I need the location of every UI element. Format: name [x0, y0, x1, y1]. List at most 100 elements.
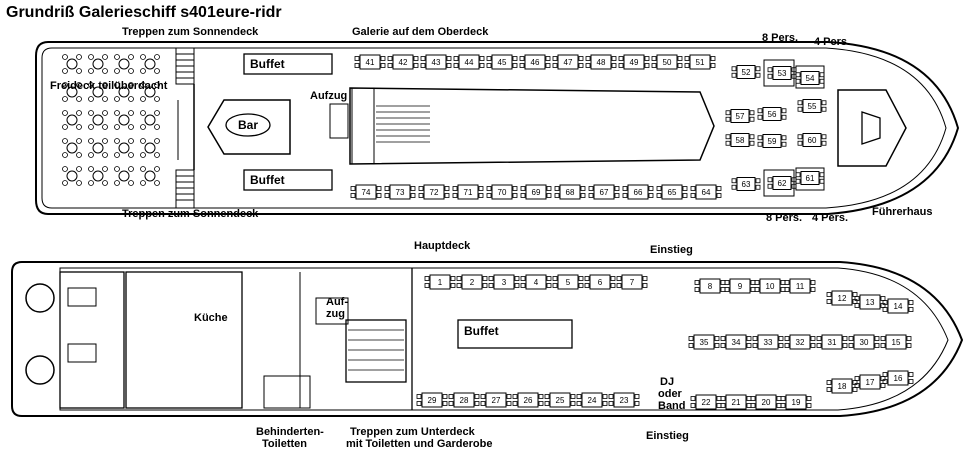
- main-stairs-treads: [348, 329, 404, 371]
- label-elevator-2: zug: [326, 308, 345, 320]
- gallery-stairs: [351, 87, 375, 165]
- label-main-buffet: Buffet: [464, 324, 499, 338]
- main-table-17: 17: [854, 374, 886, 390]
- upper-table-43: 43: [420, 54, 452, 70]
- main-table-2: 2: [456, 274, 488, 290]
- main-table-19: 19: [780, 394, 812, 410]
- main-stairs: [345, 319, 407, 383]
- main-table-13-number: 13: [866, 298, 875, 307]
- main-table-4-number: 4: [534, 278, 539, 287]
- open-deck-table: [114, 166, 134, 186]
- main-table-25-number: 25: [556, 396, 565, 405]
- main-table-31-number: 31: [828, 338, 837, 347]
- upper-table-63: 63: [731, 177, 761, 191]
- upper-table-55: 55: [797, 99, 827, 113]
- label-8pers-bottom: 8 Pers.: [766, 212, 803, 224]
- upper-table-45-number: 45: [498, 58, 507, 67]
- upper-table-67-number: 67: [600, 188, 609, 197]
- main-table-10-number: 10: [766, 282, 775, 291]
- main-table-17-number: 17: [866, 378, 875, 387]
- upper-deck-inner-hull: [41, 47, 947, 209]
- upper-table-62-number: 62: [778, 179, 787, 188]
- upper-table-57-number: 57: [736, 112, 745, 121]
- main-table-26-number: 26: [524, 396, 533, 405]
- upper-table-71-number: 71: [464, 188, 473, 197]
- upper-table-53-number: 53: [778, 69, 787, 78]
- label-boarding-top: Einstieg: [650, 244, 693, 256]
- open-deck-table: [114, 110, 134, 130]
- main-table-3: 3: [488, 274, 520, 290]
- main-table-33: 33: [752, 334, 784, 350]
- upper-table-68: 68: [554, 184, 586, 200]
- elevator-shaft: [329, 103, 349, 139]
- main-table-32-number: 32: [796, 338, 805, 347]
- upper-table-60: 60: [797, 133, 827, 147]
- page-title: Grundriß Galerieschiff s401eure-ridr: [6, 4, 282, 21]
- label-dj-1: DJ: [660, 376, 675, 388]
- room-8pers-top: [763, 59, 795, 87]
- main-table-9-number: 9: [738, 282, 743, 291]
- main-table-7-number: 7: [630, 278, 635, 287]
- main-table-18-number: 18: [838, 382, 847, 391]
- open-deck-table: [140, 110, 160, 130]
- upper-table-56-number: 56: [768, 110, 777, 119]
- main-table-21-number: 21: [732, 398, 741, 407]
- upper-table-54-number: 54: [806, 74, 815, 83]
- upper-table-51: 51: [684, 54, 716, 70]
- open-deck-tables: [62, 54, 160, 186]
- upper-table-54: 54: [795, 71, 825, 85]
- label-dj-2: oder: [658, 388, 682, 400]
- main-deck-inner-hull: [59, 267, 949, 411]
- upper-table-64-number: 64: [702, 188, 711, 197]
- upper-table-74: 74: [350, 184, 382, 200]
- main-table-9: 9: [724, 278, 756, 294]
- main-table-29-number: 29: [428, 396, 437, 405]
- main-table-31: 31: [816, 334, 848, 350]
- open-deck-table: [114, 54, 134, 74]
- engine-2: [67, 343, 97, 363]
- main-table-35: 35: [688, 334, 720, 350]
- upper-table-57: 57: [725, 109, 755, 123]
- main-table-8-number: 8: [708, 282, 713, 291]
- open-deck-table: [88, 110, 108, 130]
- label-4pers-bottom: 4 Pers.: [812, 212, 849, 224]
- open-deck-table: [62, 54, 82, 74]
- label-kitchen: Küche: [194, 312, 228, 324]
- main-table-12: 12: [826, 290, 858, 306]
- upper-table-52-number: 52: [742, 68, 751, 77]
- room-8pers-bottom: [763, 169, 795, 197]
- upper-table-69-number: 69: [532, 188, 541, 197]
- open-deck-table: [88, 166, 108, 186]
- upper-table-46: 46: [519, 54, 551, 70]
- main-table-18: 18: [826, 378, 858, 394]
- upper-table-64: 64: [690, 184, 722, 200]
- upper-table-43-number: 43: [432, 58, 441, 67]
- upper-table-51-number: 51: [696, 58, 705, 67]
- kitchen-area: [125, 271, 243, 409]
- main-table-2-number: 2: [470, 278, 475, 287]
- upper-table-49-number: 49: [630, 58, 639, 67]
- main-table-10: 10: [754, 278, 786, 294]
- upper-table-44-number: 44: [465, 58, 474, 67]
- main-table-25: 25: [544, 392, 576, 408]
- upper-table-46-number: 46: [531, 58, 540, 67]
- main-table-22: 22: [690, 394, 722, 410]
- main-table-29: 29: [416, 392, 448, 408]
- upper-table-61: 61: [795, 171, 825, 185]
- main-table-5-number: 5: [566, 278, 571, 287]
- label-4pers-top: 4 Pers.: [814, 36, 851, 48]
- upper-table-71: 71: [452, 184, 484, 200]
- main-table-28-number: 28: [460, 396, 469, 405]
- main-table-16-number: 16: [894, 374, 903, 383]
- main-table-28: 28: [448, 392, 480, 408]
- main-table-21: 21: [720, 394, 752, 410]
- main-table-30: 30: [848, 334, 880, 350]
- main-table-19-number: 19: [792, 398, 801, 407]
- upper-table-48-number: 48: [597, 58, 606, 67]
- main-table-1: 1: [424, 274, 456, 290]
- open-deck-table: [140, 82, 160, 102]
- upper-table-66-number: 66: [634, 188, 643, 197]
- gallery-void: [349, 87, 715, 165]
